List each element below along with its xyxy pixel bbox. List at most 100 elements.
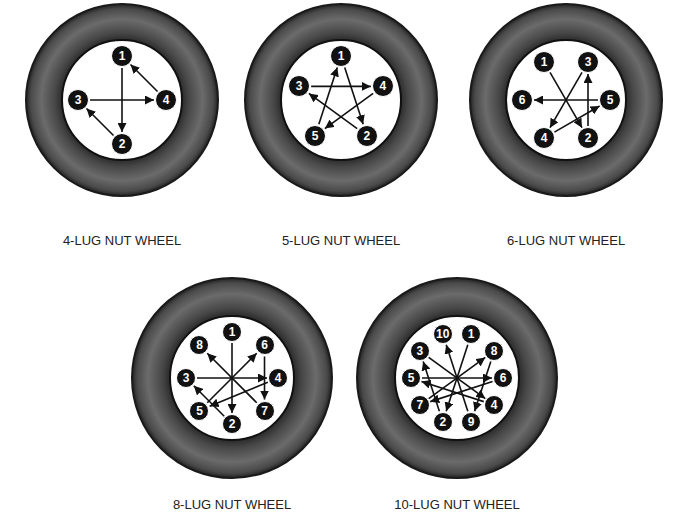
lug-number: 4 — [380, 80, 387, 92]
lug-number: 3 — [75, 94, 82, 106]
sequence-arrow — [421, 381, 483, 401]
lug-number: 6 — [500, 372, 507, 384]
lug-nut: 5 — [189, 401, 209, 421]
wheel-face — [62, 40, 182, 160]
tire — [26, 4, 218, 196]
sequence-arrow — [345, 67, 363, 124]
wheel: 10-LUG NUT WHEEL12345678910 — [357, 278, 557, 478]
lug-number: 5 — [196, 405, 203, 417]
wheel-caption: 10-LUG NUT WHEEL — [394, 497, 519, 512]
lug-nut: 7 — [410, 395, 430, 415]
wheel: 5-LUG NUT WHEEL12345 — [245, 4, 437, 196]
lug-nut: 4 — [155, 89, 177, 111]
lug-number: 1 — [229, 326, 236, 338]
sequence-arrow — [325, 93, 373, 128]
lug-nut: 6 — [493, 368, 513, 388]
lug-nut: 3 — [67, 89, 89, 111]
tire-outer — [470, 4, 662, 196]
lug-number: 6 — [519, 94, 526, 106]
wheel-face — [170, 316, 294, 440]
lug-number: 2 — [585, 132, 592, 144]
lug-number: 2 — [119, 138, 126, 150]
wheel-caption: 5-LUG NUT WHEEL — [282, 233, 400, 248]
lug-nut: 4 — [372, 75, 394, 97]
lug-number: 10 — [436, 328, 449, 340]
wheel: 4-LUG NUT WHEEL1234 — [26, 4, 218, 196]
lug-nut: 5 — [401, 368, 421, 388]
wheel-label: 10-LUG NUT WHEEL — [394, 497, 519, 512]
lug-nut: 2 — [111, 133, 133, 155]
lug-number: 1 — [468, 328, 475, 340]
lug-number: 3 — [585, 56, 592, 68]
sequence-arrow — [534, 99, 598, 101]
lug-nut: 5 — [304, 125, 326, 147]
wheel-label: 4-LUG NUT WHEEL — [63, 233, 181, 248]
lug-number: 1 — [541, 56, 548, 68]
sequence-arrow — [446, 345, 468, 412]
lug-nut: 2 — [577, 127, 599, 149]
lug-nut: 2 — [433, 412, 453, 432]
lug-number: 2 — [439, 416, 446, 428]
lug-number: 3 — [416, 345, 423, 357]
lug-number: 4 — [541, 132, 548, 144]
lug-nut: 3 — [176, 368, 196, 388]
lug-nut: 10 — [433, 324, 453, 344]
wheel-caption: 8-LUG NUT WHEEL — [173, 497, 291, 512]
lug-nut: 9 — [461, 412, 481, 432]
lug-nut: 8 — [484, 341, 504, 361]
lug-nut: 1 — [461, 324, 481, 344]
wheel: 6-LUG NUT WHEEL123456 — [470, 4, 662, 196]
lug-nut: 8 — [189, 335, 209, 355]
lug-nut: 2 — [222, 414, 242, 434]
lug-nut: 1 — [222, 322, 242, 342]
lug-nut: 3 — [577, 51, 599, 73]
lug-number: 5 — [312, 130, 319, 142]
lug-nut: 3 — [288, 75, 310, 97]
sequence-arrow — [90, 99, 154, 101]
wheel-label: 5-LUG NUT WHEEL — [282, 233, 400, 248]
tire-outer — [132, 278, 332, 478]
sequence-arrow — [207, 353, 256, 402]
lug-nut: 1 — [330, 45, 352, 67]
sequence-arrow — [130, 64, 157, 91]
tire — [470, 4, 662, 196]
lug-number: 1 — [338, 50, 345, 62]
wheel-caption: 4-LUG NUT WHEEL — [63, 233, 181, 248]
lug-number: 2 — [229, 418, 236, 430]
wheel-face — [395, 316, 519, 440]
lug-nut: 1 — [111, 45, 133, 67]
lug-number: 3 — [183, 372, 190, 384]
wheel-label: 6-LUG NUT WHEEL — [507, 233, 625, 248]
lug-number: 1 — [119, 50, 126, 62]
wheel: 8-LUG NUT WHEEL12345678 — [132, 278, 332, 478]
sequence-arrow — [311, 86, 371, 88]
lug-nut: 4 — [533, 127, 555, 149]
lug-nut: 6 — [255, 335, 275, 355]
lug-nut: 5 — [599, 89, 621, 111]
tire-outer — [26, 4, 218, 196]
tire — [357, 278, 557, 478]
lug-nut: 3 — [410, 341, 430, 361]
wheel-face — [506, 40, 626, 160]
lug-number: 4 — [275, 372, 282, 384]
sequence-arrow — [86, 108, 113, 135]
lug-number: 7 — [416, 399, 423, 411]
lug-number: 4 — [163, 94, 170, 106]
lug-number: 3 — [296, 80, 303, 92]
tire — [132, 278, 332, 478]
lug-nut: 1 — [533, 51, 555, 73]
lug-number: 6 — [261, 339, 268, 351]
sequence-arrow — [264, 356, 266, 399]
tire — [245, 4, 437, 196]
lug-number: 7 — [261, 405, 268, 417]
lug-nut: 2 — [356, 125, 378, 147]
lug-nut: 6 — [511, 89, 533, 111]
tire-outer — [245, 4, 437, 196]
wheel-caption: 6-LUG NUT WHEEL — [507, 233, 625, 248]
lug-number: 8 — [196, 339, 203, 351]
lug-nut: 4 — [268, 368, 288, 388]
lug-number: 8 — [491, 345, 498, 357]
lug-number: 9 — [468, 416, 475, 428]
